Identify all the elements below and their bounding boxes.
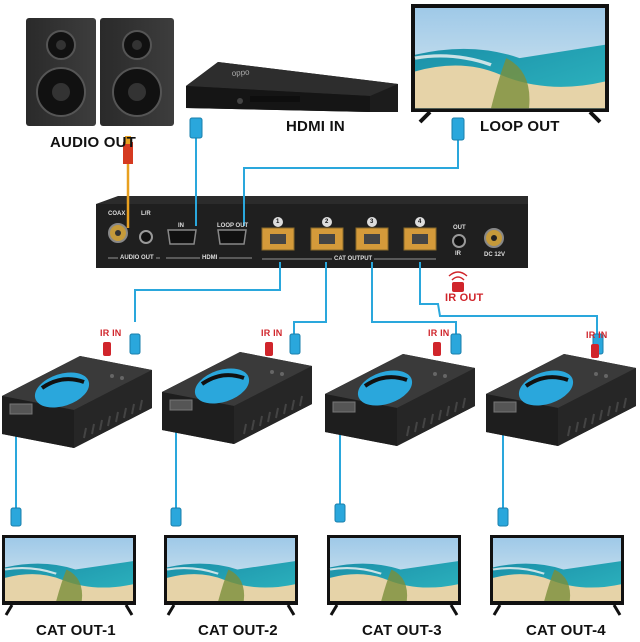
rca-plug-icon [123, 136, 133, 164]
output-tv-2-icon [164, 535, 298, 615]
extender-receiver-2-icon [160, 350, 314, 446]
hdmi-plug-icons [10, 117, 509, 527]
output-tv-1-icon [2, 535, 136, 615]
audio-out-label: AUDIO OUT [50, 134, 136, 151]
loop-out-label: LOOP OUT [480, 118, 560, 135]
extender-receiver-4-icon [484, 352, 638, 448]
player-brand-text: oppo [231, 67, 250, 78]
extender-receiver-3-icon [323, 352, 477, 448]
cable-lines [15, 136, 598, 518]
hdmi-in-label: HDMI IN [286, 118, 345, 135]
cat-out-1-label: CAT OUT-1 [36, 622, 116, 639]
ir-in-label-4: IR IN [586, 330, 608, 340]
bluray-player-icon: oppo [186, 62, 398, 112]
cat-out-3-label: CAT OUT-3 [362, 622, 442, 639]
ir-in-label-2: IR IN [261, 328, 283, 338]
output-tv-3-icon [327, 535, 461, 615]
loop-tv-icon [411, 4, 609, 124]
ir-sensor-icons [103, 271, 599, 358]
extender-receiver-1-icon [0, 354, 154, 450]
speaker-left-icon [26, 18, 96, 126]
cat-out-4-label: CAT OUT-4 [526, 622, 606, 639]
cat-out-2-label: CAT OUT-2 [198, 622, 278, 639]
output-tv-4-icon [490, 535, 624, 615]
speaker-right-icon [100, 18, 174, 126]
ir-out-label: IR OUT [445, 292, 484, 304]
ir-in-label-3: IR IN [428, 328, 450, 338]
rj45-plug-icons [129, 333, 604, 355]
ir-in-label-1: IR IN [100, 328, 122, 338]
hdmi-splitter-icon [96, 196, 528, 268]
